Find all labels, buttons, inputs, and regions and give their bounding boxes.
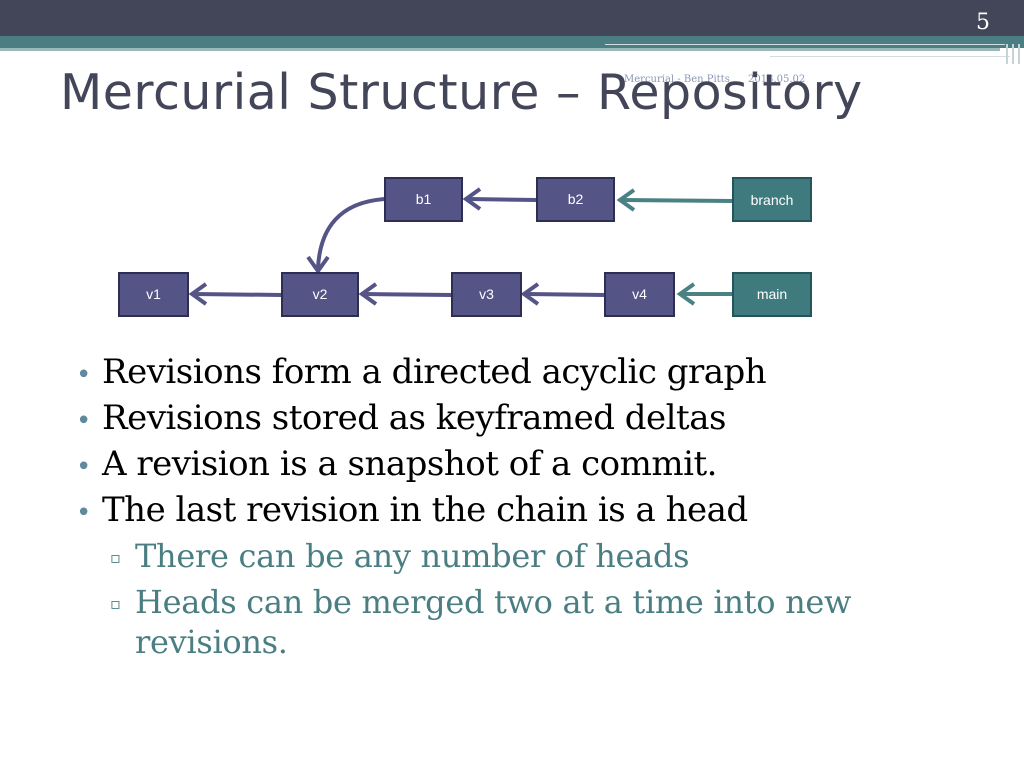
footer-date: 2013.05.02 (748, 74, 806, 85)
arrowhead (358, 282, 378, 306)
bullet-text: A revision is a snapshot of a commit. (102, 444, 717, 484)
sub-bullet-square-icon: ▫ (110, 548, 121, 567)
node-v4-label: v4 (632, 286, 647, 302)
arrow-v4-to-v3 (525, 292, 606, 297)
node-v1: v1 (118, 272, 189, 317)
node-b2: b2 (536, 177, 615, 222)
decor-bar (1018, 44, 1020, 64)
arrow-v2-to-v1 (193, 292, 283, 297)
sub-bullet-item: ▫ Heads can be merged two at a time into… (76, 582, 976, 662)
arrowhead (188, 282, 208, 306)
arrowhead (462, 187, 482, 211)
node-v2: v2 (281, 272, 359, 317)
arrow-b2-to-b1 (467, 197, 538, 202)
sub-bullet-square-icon: ▫ (110, 594, 121, 613)
decor-bar (1012, 44, 1014, 64)
arrow-b1-to-v2 (316, 197, 386, 269)
bullet-text: Revisions form a directed acyclic graph (102, 352, 767, 392)
node-b1: b1 (384, 177, 463, 222)
node-b1-label: b1 (416, 191, 432, 207)
node-branch: branch (732, 177, 812, 222)
bullet-dot-icon: • (76, 498, 91, 528)
slide-title: Mercurial Structure – Repository (60, 64, 863, 121)
arrowhead (676, 282, 696, 306)
top-bar (0, 0, 1024, 36)
bullet-item: • A revision is a snapshot of a commit. (76, 444, 976, 490)
bullet-text: The last revision in the chain is a head (102, 490, 748, 530)
sub-bullet-item: ▫ There can be any number of heads (76, 536, 976, 582)
node-v1-label: v1 (146, 286, 161, 302)
node-main: main (732, 272, 812, 317)
page-number: 5 (976, 10, 990, 35)
light-band (0, 48, 1000, 51)
teal-band (0, 36, 1024, 48)
sub-bullet-text: Heads can be merged two at a time into n… (135, 583, 852, 661)
bullet-dot-icon: • (76, 360, 91, 390)
node-b2-label: b2 (568, 191, 584, 207)
sub-bullet-text: There can be any number of heads (135, 537, 690, 575)
bullet-item: • Revisions stored as keyframed deltas (76, 398, 976, 444)
bullet-item: • The last revision in the chain is a he… (76, 490, 976, 536)
node-v2-label: v2 (313, 286, 328, 302)
node-v4: v4 (604, 272, 675, 317)
decor-line (770, 56, 1010, 57)
bullet-dot-icon: • (76, 406, 91, 436)
decor-bar (1006, 44, 1008, 64)
bullet-text: Revisions stored as keyframed deltas (102, 398, 726, 438)
bullet-item: • Revisions form a directed acyclic grap… (76, 352, 976, 398)
bullet-dot-icon: • (76, 452, 91, 482)
arrow-branch-to-b2 (621, 198, 734, 203)
decor-line (605, 44, 1005, 45)
node-branch-label: branch (751, 192, 794, 208)
arrowhead (306, 255, 330, 275)
node-v3-label: v3 (479, 286, 494, 302)
node-v3: v3 (451, 272, 522, 317)
footer-author: Mercurial - Ben Pitts (624, 74, 730, 85)
arrowhead (520, 282, 540, 306)
node-main-label: main (757, 286, 787, 302)
arrow-v3-to-v2 (363, 292, 453, 297)
bullet-list: • Revisions form a directed acyclic grap… (76, 352, 976, 662)
arrowhead (616, 188, 636, 212)
